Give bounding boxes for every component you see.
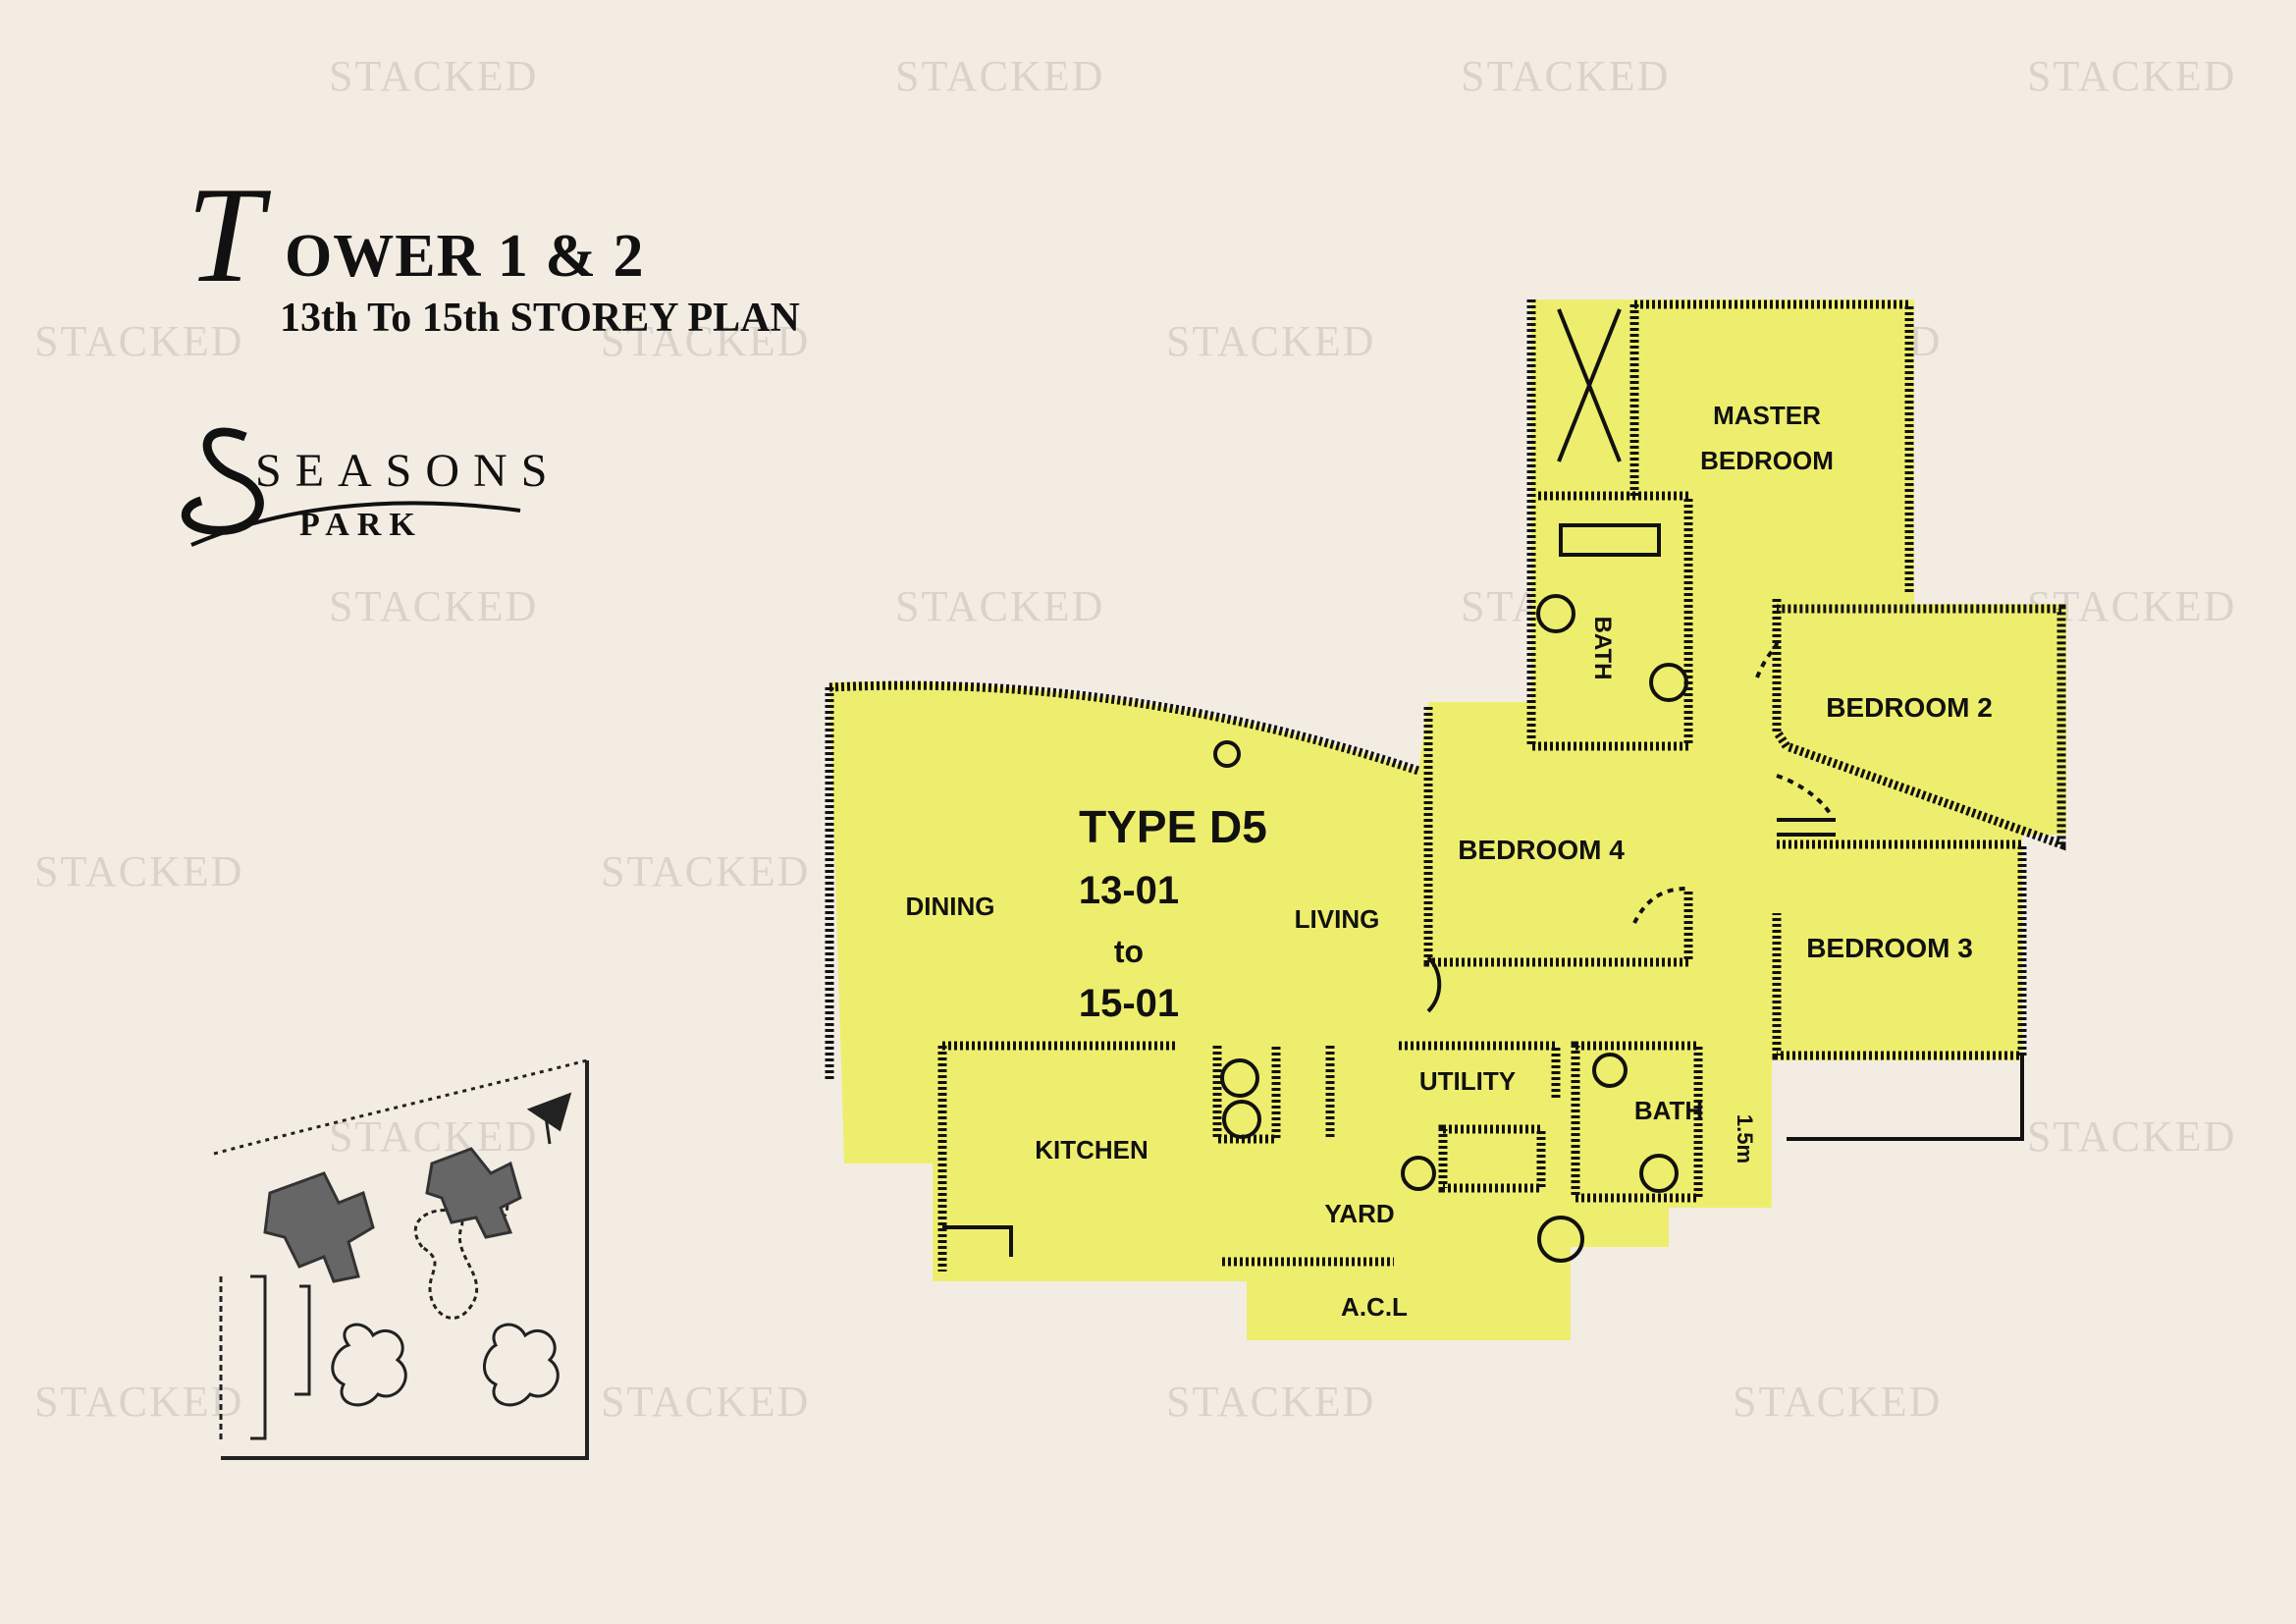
room-label-master-1: MASTER	[1713, 401, 1821, 430]
room-label-acl: A.C.L	[1341, 1292, 1408, 1322]
room-label-bath-vertical: BATH	[1589, 617, 1616, 680]
unit-number-to: 15-01	[1079, 982, 1179, 1025]
unit-to-label: to	[1114, 934, 1144, 969]
dimension-label: 1.5m	[1733, 1114, 1757, 1164]
room-label-living: LIVING	[1295, 904, 1380, 934]
room-label-bedroom-4: BEDROOM 4	[1458, 835, 1625, 865]
logo-line2: PARK	[299, 507, 423, 543]
room-label-utility: UTILITY	[1419, 1066, 1516, 1096]
page-title: OWER 1 & 2	[285, 223, 645, 290]
floor-plan-walls	[825, 299, 2066, 1272]
unit-number-from: 13-01	[1079, 869, 1179, 912]
room-label-bedroom-2: BEDROOM 2	[1826, 692, 1993, 723]
room-label-dining: DINING	[906, 892, 995, 921]
page-subtitle: 13th To 15th STOREY PLAN	[280, 296, 800, 341]
room-label-kitchen: KITCHEN	[1035, 1135, 1148, 1164]
room-label-bedroom-3: BEDROOM 3	[1806, 933, 1973, 963]
room-label-bath: BATH	[1634, 1096, 1703, 1125]
unit-type-label: TYPE D5	[1079, 801, 1267, 852]
seasons-park-logo: SEASONS PARK	[181, 427, 561, 547]
site-key-plan	[213, 1058, 589, 1460]
room-label-yard: YARD	[1324, 1199, 1394, 1228]
title-initial: T	[187, 159, 263, 311]
room-label-master-2: BEDROOM	[1700, 446, 1834, 475]
logo-line1: SEASONS	[255, 445, 561, 497]
unit-highlight	[829, 299, 2066, 1340]
floor-plan-fixtures	[942, 308, 2024, 1263]
